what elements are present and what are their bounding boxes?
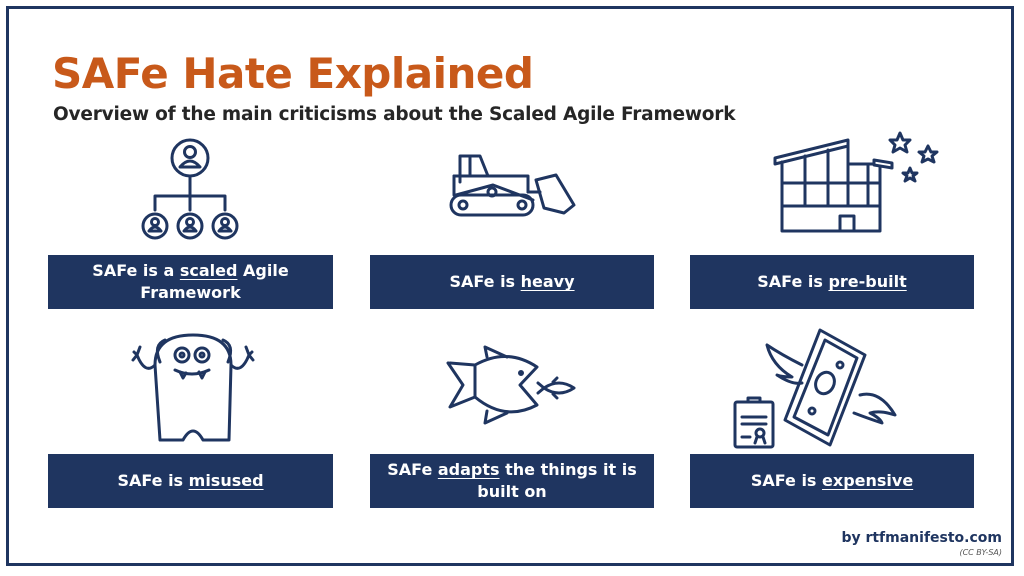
bulldozer-icon: [448, 150, 578, 220]
prefab-building-stars-icon: [770, 128, 945, 238]
criticism-card-heavy: SAFe is heavy: [370, 255, 654, 309]
flying-money-certificate-icon: [730, 325, 905, 450]
card-label: SAFe is heavy: [449, 272, 575, 291]
card-label: SAFe is expensive: [750, 471, 914, 490]
big-fish-eats-small-fish-icon: [445, 345, 580, 425]
criticism-card-adapts: SAFe adapts the things it is built on: [370, 454, 654, 508]
credit-text: by rtfmanifesto.com: [841, 530, 1002, 546]
page-title: SAFe Hate Explained: [52, 49, 534, 98]
monster-icon: [125, 325, 255, 450]
criticism-card-scaled: SAFe is a scaled Agile Framework: [48, 255, 333, 309]
criticism-card-pre-built: SAFe is pre-built: [690, 255, 974, 309]
slide-frame: [6, 6, 1014, 566]
card-label: SAFe adapts the things it is built on: [387, 460, 637, 501]
card-label: SAFe is a scaled Agile Framework: [92, 261, 289, 302]
card-label: SAFe is pre-built: [757, 272, 907, 291]
org-chart-icon: [135, 138, 245, 243]
criticism-card-misused: SAFe is misused: [48, 454, 333, 508]
license-text: (CC BY-SA): [959, 548, 1002, 557]
page-subtitle: Overview of the main criticisms about th…: [53, 104, 736, 125]
card-label: SAFe is misused: [117, 471, 264, 490]
criticism-card-expensive: SAFe is expensive: [690, 454, 974, 508]
